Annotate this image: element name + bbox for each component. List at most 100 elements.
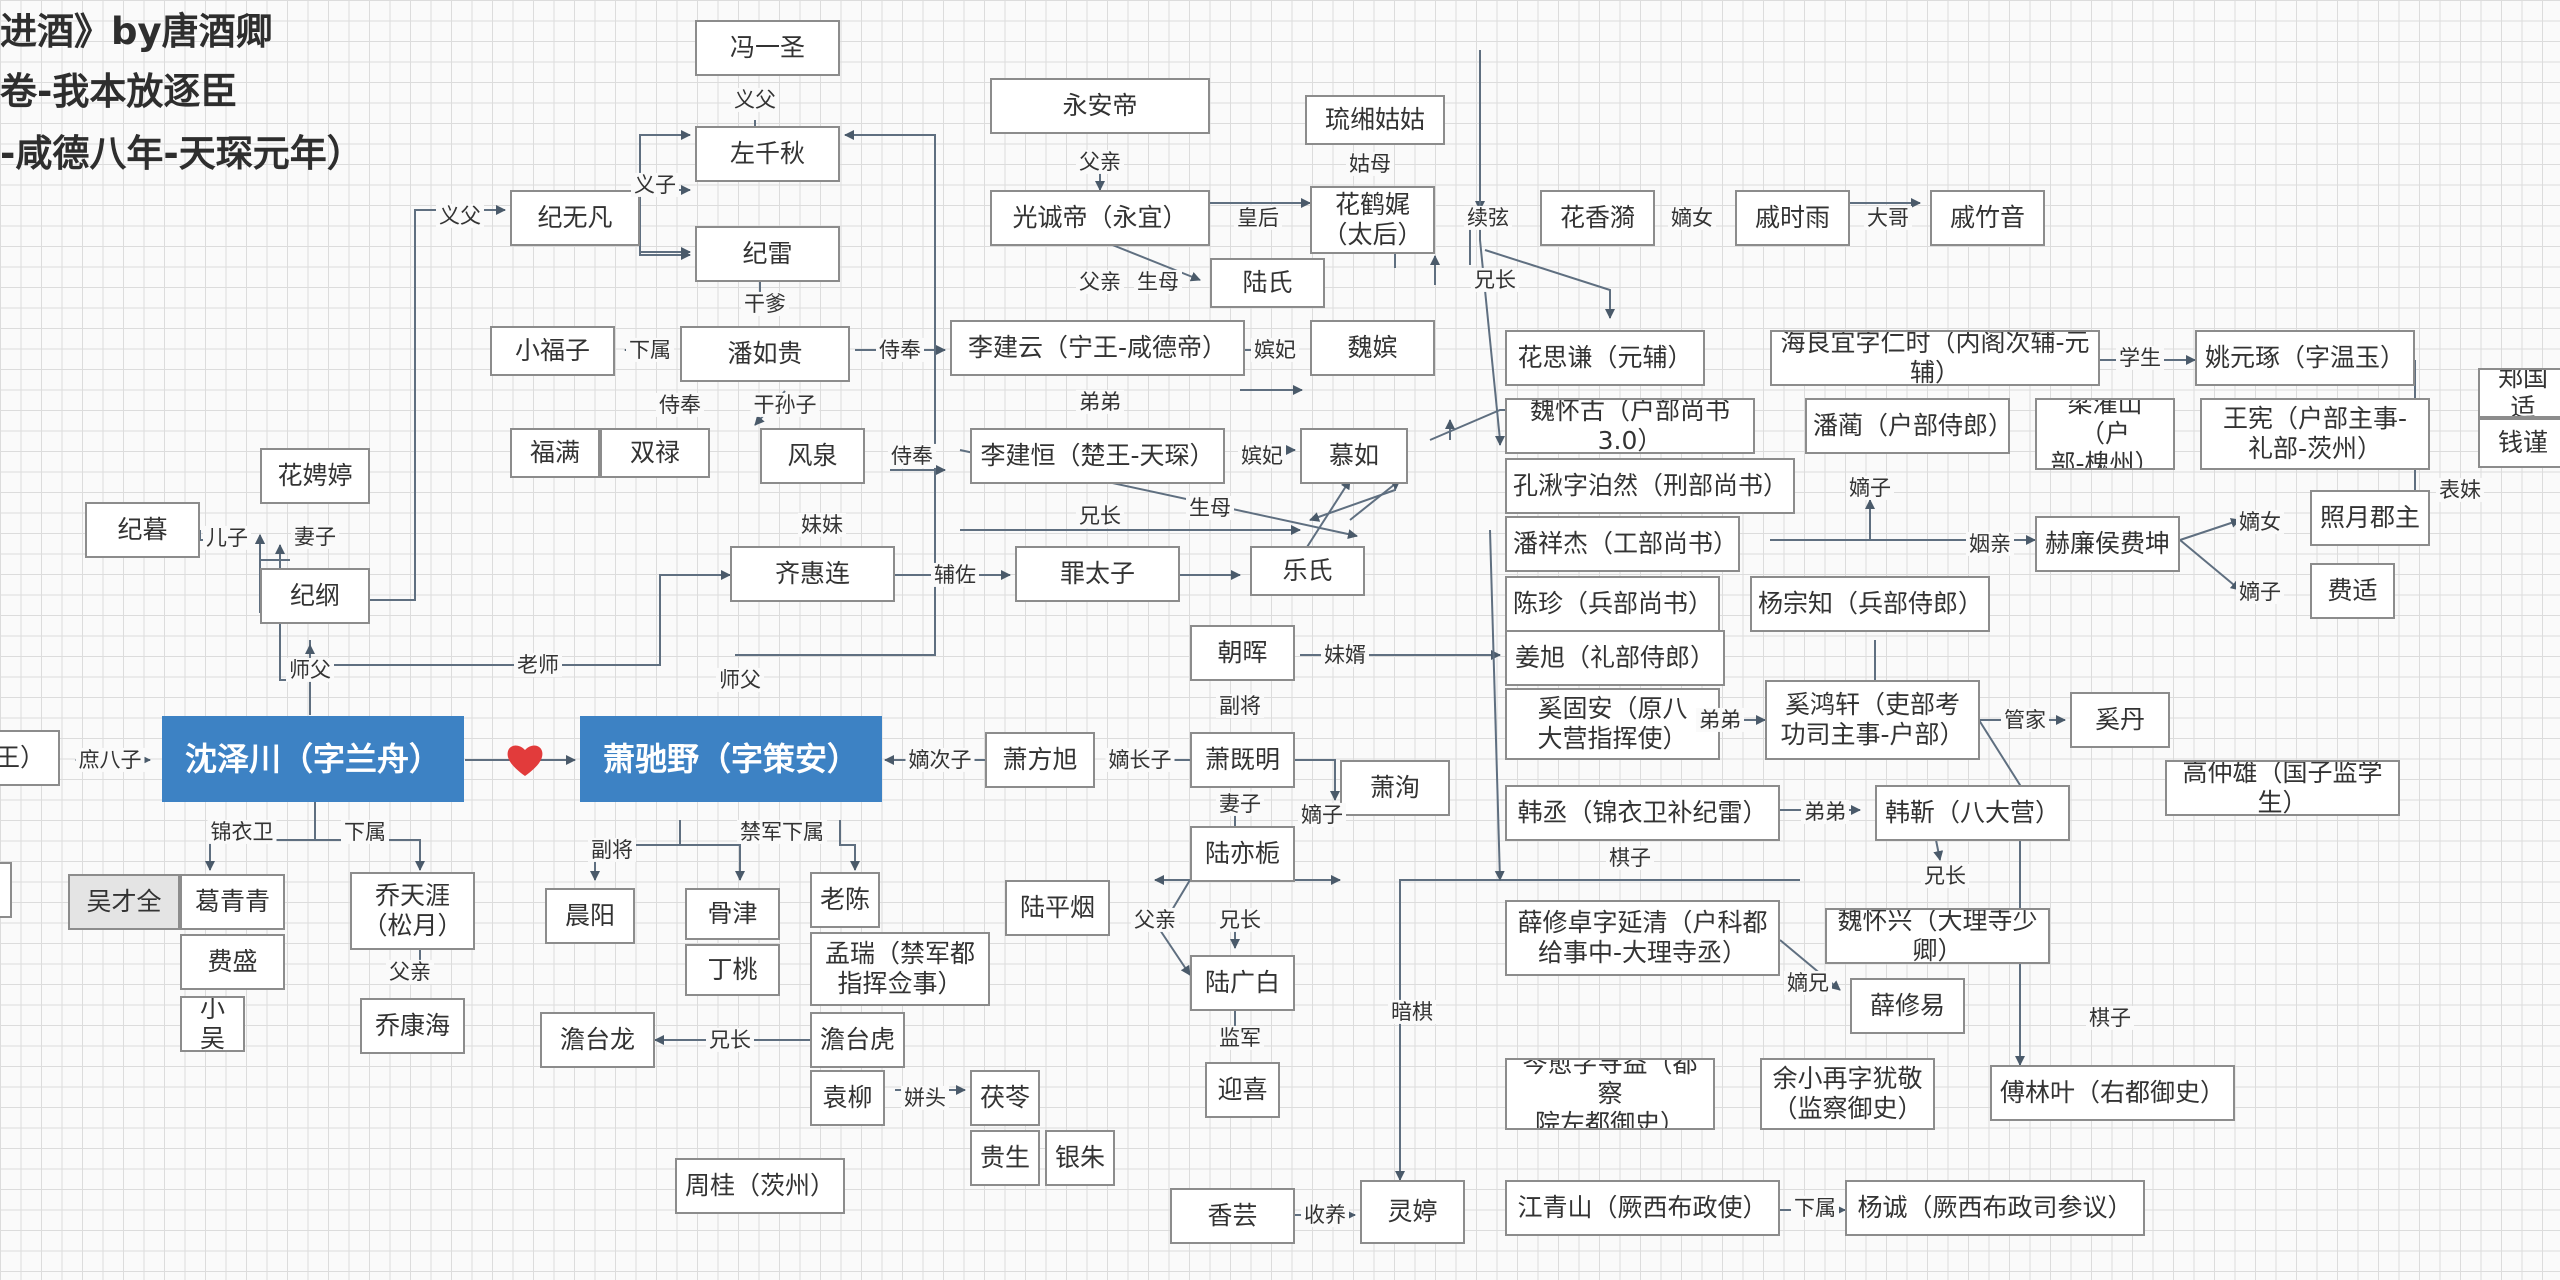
- node-zuoqianqiu[interactable]: 左千秋: [695, 126, 840, 182]
- node-panxiangjie[interactable]: 潘祥杰（工部尚书）: [1505, 516, 1740, 572]
- node-lijianheng[interactable]: 李建恒（楚王-天琛）: [970, 428, 1225, 484]
- node-luyizhi[interactable]: 陆亦栀: [1190, 826, 1295, 882]
- node-liuligugu[interactable]: 琉缃姑姑: [1305, 95, 1445, 145]
- edge-label: 妻子: [1216, 791, 1264, 817]
- node-xiaojiming[interactable]: 萧既明: [1190, 732, 1295, 788]
- node-laochen[interactable]: 老陈: [810, 872, 880, 928]
- node-yangzongzhi[interactable]: 杨宗知（兵部侍郎）: [1750, 576, 1990, 632]
- node-panlin[interactable]: 潘蔺（户部侍郎）: [1805, 398, 2010, 454]
- node-leftedge-1[interactable]: 王）: [0, 730, 60, 786]
- node-xiaowu[interactable]: 小吴: [180, 996, 245, 1052]
- edge-label: 妻子: [291, 524, 339, 550]
- node-xiaofuzi[interactable]: 小福子: [490, 326, 615, 376]
- node-jigang[interactable]: 纪纲: [260, 568, 370, 624]
- node-jilei[interactable]: 纪雷: [695, 226, 840, 282]
- node-fuling[interactable]: 茯苓: [970, 1070, 1040, 1126]
- node-xikanghou[interactable]: 赫廉侯费坤: [2035, 516, 2180, 572]
- node-chenyang[interactable]: 晨阳: [545, 888, 635, 944]
- node-lingting[interactable]: 灵婷: [1360, 1180, 1465, 1244]
- edge-label: 嫡子: [2236, 579, 2284, 605]
- node-wangxian[interactable]: 王宪（户部主事- 礼部-茨州）: [2200, 398, 2430, 470]
- node-xihongxuan[interactable]: 奚鸿轩（吏部考 功司主事-户部）: [1765, 680, 1980, 760]
- node-yingxi[interactable]: 迎喜: [1205, 1062, 1280, 1118]
- edge-label: 嫔妃: [1238, 443, 1286, 469]
- node-wucaiquan[interactable]: 吴才全: [68, 874, 180, 930]
- node-leshi[interactable]: 乐氏: [1250, 546, 1365, 596]
- node-shutaizi[interactable]: 罪太子: [1015, 546, 1180, 602]
- node-qihuilian[interactable]: 齐惠连: [730, 546, 895, 602]
- node-xiangyun[interactable]: 香芸: [1170, 1188, 1295, 1244]
- node-huasiqian[interactable]: 花思谦（元辅）: [1505, 330, 1705, 386]
- node-qiaokanghai[interactable]: 乔康海: [360, 998, 465, 1054]
- node-weipin[interactable]: 魏嫔: [1310, 320, 1435, 376]
- node-dingtao[interactable]: 丁桃: [685, 944, 780, 996]
- node-fuman[interactable]: 福满: [510, 428, 600, 478]
- node-lupingyan[interactable]: 陆平烟: [1005, 880, 1110, 936]
- edge-label: 侍奉: [888, 443, 936, 469]
- node-guangchengDi[interactable]: 光诚帝（永宜）: [990, 190, 1210, 246]
- node-jiangqingshan[interactable]: 江青山（厥西布政使）: [1505, 1180, 1780, 1236]
- node-cenyu[interactable]: 岑愈字寻益（都察 院左都御史）: [1505, 1058, 1715, 1130]
- node-xiguan[interactable]: 奚固安（原八 大营指挥使）: [1505, 688, 1720, 760]
- node-jiangxu[interactable]: 姜旭（礼部侍郎）: [1505, 630, 1725, 686]
- edge-label: 嫡子: [1846, 475, 1894, 501]
- node-weihuaixing[interactable]: 魏怀兴（大理寺少卿）: [1825, 908, 2050, 964]
- node-huapingting[interactable]: 花娉婷: [260, 448, 370, 504]
- edge-label: 嫡女: [1668, 205, 1716, 231]
- node-qiaotianya[interactable]: 乔天涯 （松月）: [350, 872, 475, 950]
- node-xiaoxun[interactable]: 萧洵: [1340, 760, 1450, 816]
- node-zhaoyue[interactable]: 照月郡主: [2310, 490, 2430, 546]
- node-lijianyun[interactable]: 李建云（宁王-咸德帝）: [950, 320, 1245, 376]
- node-fengyisheng[interactable]: 冯一圣: [695, 20, 840, 76]
- node-zhantailong[interactable]: 澹台龙: [540, 1012, 655, 1068]
- node-geqingqing[interactable]: 葛青青: [180, 874, 285, 930]
- node-guisheng[interactable]: 贵生: [970, 1130, 1040, 1186]
- node-xiaochiye[interactable]: 萧驰野（字策安）: [580, 716, 882, 802]
- node-qizhuyin[interactable]: 戚竹音: [1930, 190, 2045, 246]
- node-huaxiangyi[interactable]: 花香漪: [1540, 190, 1655, 246]
- node-zhantaihu[interactable]: 澹台虎: [810, 1012, 905, 1068]
- node-qianjin[interactable]: 钱谨: [2478, 418, 2560, 468]
- node-kongqiu[interactable]: 孔湫字泊然（刑部尚书）: [1505, 458, 1795, 514]
- node-weihuaigu[interactable]: 魏怀古（户部尚书3.0）: [1505, 398, 1755, 454]
- node-shuanglu[interactable]: 双禄: [600, 428, 710, 478]
- node-yaoyuanzhuo[interactable]: 姚元琢（字温玉）: [2195, 330, 2415, 386]
- node-leftedge-2[interactable]: [0, 862, 12, 918]
- node-liangcuishan[interactable]: 梁漼山（户 部-槐州）: [2035, 398, 2175, 470]
- node-qishiyu[interactable]: 戚时雨: [1735, 190, 1850, 246]
- node-shenzechuan[interactable]: 沈泽川（字兰舟）: [162, 716, 464, 802]
- node-chaohui[interactable]: 朝晖: [1190, 625, 1295, 681]
- title-line-1: 进酒》by唐酒卿: [0, 10, 273, 53]
- node-yinzhu[interactable]: 银朱: [1045, 1130, 1115, 1186]
- node-xidan[interactable]: 奚丹: [2070, 692, 2170, 748]
- node-feishi[interactable]: 费适: [2310, 563, 2395, 619]
- node-muru[interactable]: 慕如: [1300, 428, 1408, 484]
- node-gujin[interactable]: 骨津: [685, 888, 780, 940]
- node-jiwufan[interactable]: 纪无凡: [510, 190, 640, 246]
- node-luguangbai[interactable]: 陆广白: [1190, 955, 1295, 1011]
- node-huahenni[interactable]: 花鹤娓 （太后）: [1310, 186, 1435, 254]
- node-hanjin[interactable]: 韩靳（八大营）: [1875, 785, 2070, 841]
- node-xuexiuzhuo[interactable]: 薛修卓字延清（户科都 给事中-大理寺丞）: [1505, 900, 1780, 976]
- node-yuanliu[interactable]: 袁柳: [810, 1070, 885, 1126]
- node-lushi[interactable]: 陆氏: [1210, 258, 1325, 308]
- edge-label: 下属: [626, 337, 674, 363]
- node-zhengguo[interactable]: 郑国适: [2478, 368, 2560, 418]
- node-haiyiliang[interactable]: 海良宜字仁时（内阁次辅-元辅）: [1770, 330, 2100, 386]
- node-mengrui[interactable]: 孟瑞（禁军都 指挥佥事）: [810, 932, 990, 1006]
- node-xiaofangxu[interactable]: 萧方旭: [985, 732, 1095, 788]
- node-jimu[interactable]: 纪暮: [85, 502, 200, 558]
- node-yuxiaozai[interactable]: 余小再字犹敬 （监察御史）: [1760, 1058, 1935, 1130]
- node-yangcheng[interactable]: 杨诚（厥西布政司参议）: [1845, 1180, 2145, 1236]
- node-panrugui[interactable]: 潘如贵: [680, 326, 850, 382]
- node-zhougui[interactable]: 周桂（茨州）: [675, 1158, 845, 1214]
- node-chenzhen[interactable]: 陈珍（兵部尚书）: [1505, 576, 1720, 632]
- node-yonganDi[interactable]: 永安帝: [990, 78, 1210, 134]
- edge-label: 嫡子: [1298, 802, 1346, 828]
- node-chuanlinye[interactable]: 傅林叶（右都御史）: [1990, 1065, 2235, 1121]
- node-fengquan[interactable]: 风泉: [760, 428, 865, 484]
- node-hancheng[interactable]: 韩丞（锦衣卫补纪雷）: [1505, 785, 1780, 841]
- node-feisheng[interactable]: 费盛: [180, 934, 285, 990]
- node-xuexiuyi[interactable]: 薛修易: [1850, 978, 1965, 1034]
- node-gaozhongxiong[interactable]: 高仲雄（国子监学生）: [2165, 760, 2400, 816]
